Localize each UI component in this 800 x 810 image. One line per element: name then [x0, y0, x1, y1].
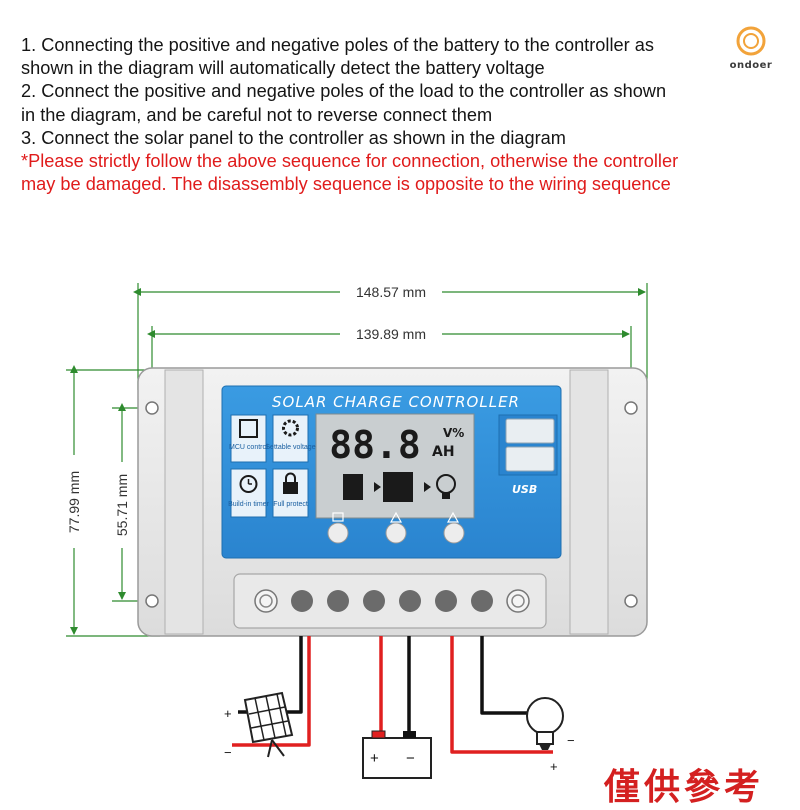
battery-minus-sign: − [406, 750, 415, 767]
clock-icon [239, 475, 258, 493]
lcd-unit-bottom: AH [432, 444, 455, 460]
terminal-screw-left [254, 589, 278, 613]
dimension-overall-width: 148.57 mm [133, 283, 648, 390]
lcd-panel-icon [343, 474, 363, 500]
menu-button[interactable] [327, 522, 349, 544]
terminal-load-plus[interactable] [435, 590, 457, 612]
wire-load-negative [480, 636, 527, 715]
feature-timer-label: Build-in timer [228, 501, 270, 508]
usb-label: USB [512, 483, 537, 496]
usb-port-upper [505, 418, 555, 444]
terminal-battery-minus[interactable] [399, 590, 421, 612]
mount-hole-bottom-right [624, 594, 638, 608]
solar-panel-icon [243, 691, 294, 758]
feature-mcu-tile [230, 414, 267, 463]
controller-face-panel: SOLAR CHARGE CONTROLLER MCU control Sett… [221, 385, 562, 559]
instruction-line-4: in the diagram, and be careful not to re… [21, 104, 493, 125]
brand-logo: ondoer [726, 24, 776, 76]
chip-icon [239, 419, 258, 438]
dimension-mount-width: 139.89 mm [147, 326, 632, 395]
menu-symbol-icon [332, 512, 344, 522]
terminal-load-minus[interactable] [471, 590, 493, 612]
feature-mcu-label: MCU control [229, 444, 268, 451]
instruction-line-3: 2. Connect the positive and negative pol… [21, 81, 667, 102]
mount-hole-top-left [145, 401, 159, 415]
feature-settable-label: Settable voltage [265, 444, 315, 451]
brand-wordmark: ondoer [729, 60, 773, 71]
wire-solar-positive [232, 636, 311, 747]
terminal-battery-plus[interactable] [363, 590, 385, 612]
battery-icon: + − [362, 730, 432, 779]
down-symbol-icon [446, 511, 460, 523]
mount-hole-top-right [624, 401, 638, 415]
load-minus-sign: − [567, 733, 575, 748]
lcd-battery-icon [383, 472, 413, 502]
feature-settable-tile [272, 414, 309, 463]
load-plus-sign: + [550, 759, 558, 774]
terminal-block [233, 573, 547, 629]
battery-plus-sign: + [370, 750, 379, 767]
up-button[interactable] [385, 522, 407, 544]
dimension-overall-height: 77.99 mm [66, 365, 160, 637]
terminal-screw-right [506, 589, 530, 613]
feature-protect-label: Full protect [273, 501, 308, 508]
lcd-digits: 88.8 [329, 423, 421, 467]
gear-icon [282, 419, 299, 437]
terminal-solar-minus[interactable] [327, 590, 349, 612]
dimension-overall-width-label: 148.57 mm [356, 284, 426, 300]
instruction-line-1: 1. Connecting the positive and negative … [21, 35, 654, 55]
lcd-flow-icons [343, 472, 456, 502]
instructions: 1. Connecting the positive and negative … [21, 34, 761, 196]
reference-only-stamp: 僅供參考 [604, 767, 765, 808]
lcd-unit-top: V% [443, 426, 464, 440]
dimension-overall-height-label: 77.99 mm [66, 471, 82, 533]
solar-plus-sign: + [224, 706, 232, 721]
brand-logo-icon [736, 26, 766, 56]
solar-minus-sign: − [224, 745, 232, 760]
warning-line-2: may be damaged. The disassembly sequence… [21, 174, 671, 195]
usb-port-lower [505, 446, 555, 472]
up-symbol-icon [389, 511, 403, 523]
instruction-line-5: 3. Connect the solar panel to the contro… [21, 127, 566, 148]
light-bulb-icon [526, 697, 564, 750]
terminal-solar-plus[interactable] [291, 590, 313, 612]
dimension-mount-width-label: 139.89 mm [356, 326, 426, 342]
down-button[interactable] [443, 522, 465, 544]
wire-load-positive [450, 636, 553, 754]
instruction-line-2: shown in the diagram will automatically … [21, 58, 545, 79]
mount-hole-bottom-left [145, 594, 159, 608]
lock-icon [283, 482, 298, 494]
warning-line-1: *Please strictly follow the above sequen… [21, 151, 679, 172]
dimension-mount-height-label: 55.71 mm [114, 474, 130, 536]
controller-title: SOLAR CHARGE CONTROLLER [272, 393, 520, 411]
